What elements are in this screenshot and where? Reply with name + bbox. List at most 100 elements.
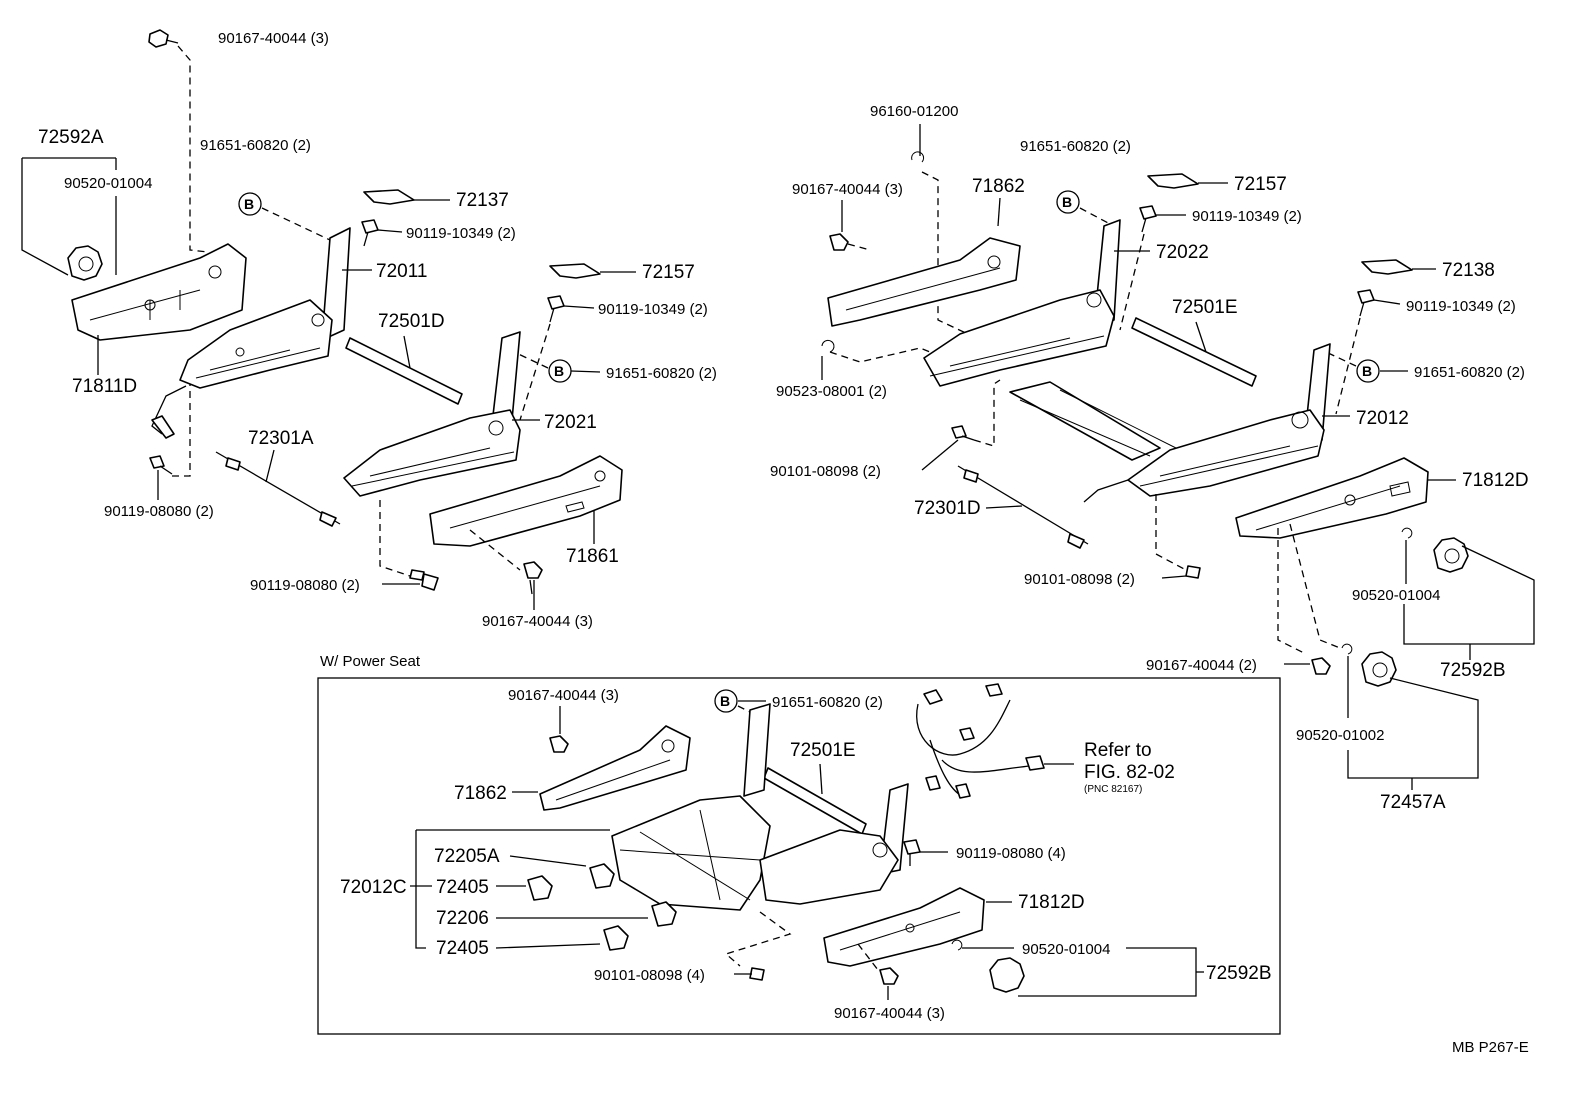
refer-line2: FIG. 82-02	[1084, 762, 1175, 783]
callout-90523-08001: 90523-08001 (2)	[776, 383, 887, 400]
recliner-72022	[923, 219, 1121, 387]
motor-72405-b	[603, 925, 629, 951]
clip-72137	[363, 189, 415, 205]
callout-90520-01002: 90520-01002	[1296, 727, 1384, 744]
bolt-90167-40044-c	[829, 233, 849, 251]
callout-71862-a: 71862	[972, 176, 1025, 197]
callout-90119-08080-b: 90119-08080 (2)	[250, 577, 360, 594]
callout-72011: 72011	[376, 261, 427, 282]
rod-72501D	[345, 337, 463, 405]
bolt-90119-08080-c	[903, 839, 921, 866]
callout-90119-10349-d: 90119-10349 (2)	[1406, 298, 1516, 315]
callout-72501E-a: 72501E	[1172, 297, 1238, 318]
callout-72137: 72137	[456, 190, 509, 211]
knob-right-b	[1361, 651, 1397, 687]
clip-90520-01002	[1341, 643, 1353, 655]
marker-b-2: B	[548, 359, 572, 383]
bolt-90101-08098-a	[951, 425, 975, 441]
svg-text:B: B	[1062, 194, 1072, 210]
callout-90167-40044-d: 90167-40044 (2)	[1146, 657, 1257, 674]
marker-b-4: B	[1356, 359, 1380, 383]
bolt-90101-08098-b	[1185, 565, 1201, 579]
clip-90520-01004-c	[951, 939, 963, 951]
motor-72206	[651, 901, 677, 927]
power-seat-caption: W/ Power Seat	[320, 653, 421, 670]
callout-90119-10349-a: 90119-10349 (2)	[406, 225, 516, 242]
callout-72301D: 72301D	[914, 498, 981, 519]
bolt-90119-10349-b	[547, 295, 565, 323]
seat-cover-71812D-a	[1235, 457, 1429, 539]
seat-cover-71862-b	[539, 725, 691, 811]
callout-90119-08080-a: 90119-08080 (2)	[104, 503, 214, 520]
callout-90167-40044-e: 90167-40044 (3)	[508, 687, 619, 704]
power-seat-frame	[611, 703, 909, 911]
callout-72501D: 72501D	[378, 311, 445, 332]
bolt-90119-10349-a	[361, 219, 379, 247]
callout-72405-a: 72405	[436, 877, 489, 898]
bolt-90167-40044-f	[879, 967, 899, 985]
bolt-90119-08080-a	[149, 455, 173, 475]
svg-text:B: B	[720, 693, 730, 709]
callout-72501E-b: 72501E	[790, 740, 856, 761]
clip-72157-b	[1147, 173, 1199, 189]
callout-90119-10349-c: 90119-10349 (2)	[1192, 208, 1302, 225]
bolt-90167-40044-e	[549, 735, 569, 753]
bolt-90119-08080-b	[409, 569, 439, 591]
callout-72012C: 72012C	[340, 877, 407, 898]
seat-cover-71811D	[71, 243, 247, 341]
callout-90101-08098-c: 90101-08098 (4)	[594, 967, 705, 984]
callout-72012: 72012	[1356, 408, 1409, 429]
bolt-90119-10349-d	[1357, 289, 1375, 317]
callout-71811D: 71811D	[72, 376, 137, 397]
callout-71812D-b: 71812D	[1018, 892, 1085, 913]
callout-72022: 72022	[1156, 242, 1209, 263]
callout-91651-60820-e: 91651-60820 (2)	[772, 694, 883, 711]
knob-power	[989, 957, 1025, 993]
svg-text:B: B	[1362, 363, 1372, 379]
wire-harness	[916, 683, 1045, 799]
callout-72592A: 72592A	[38, 127, 104, 148]
callout-71861: 71861	[566, 546, 619, 567]
callout-72157-b: 72157	[1234, 174, 1287, 195]
recliner-72011	[151, 227, 351, 439]
callout-72138: 72138	[1442, 260, 1495, 281]
bolt-90101-08098-c	[749, 967, 765, 981]
callout-72021: 72021	[544, 412, 597, 433]
knob-right-a	[1433, 537, 1469, 573]
motor-72405-a	[527, 875, 553, 901]
callout-90167-40044-b: 90167-40044 (3)	[482, 613, 593, 630]
callout-72592B-a: 72592B	[1440, 660, 1506, 681]
callout-90520-01004-b: 90520-01004	[1352, 587, 1440, 604]
callout-90101-08098-a: 90101-08098 (2)	[770, 463, 881, 480]
callout-72301A: 72301A	[248, 428, 314, 449]
callout-90520-01004-c: 90520-01004	[1022, 941, 1110, 958]
refer-line1: Refer to	[1084, 740, 1152, 761]
clip-96160	[911, 151, 925, 163]
clip-72138	[1361, 259, 1413, 275]
bolt-90167-40044-b	[523, 561, 543, 595]
bolt-top-left	[148, 29, 179, 48]
callout-72157-a: 72157	[642, 262, 695, 283]
bolt-90167-40044-d	[1311, 657, 1331, 675]
seat-cover-71812D-b	[823, 887, 985, 967]
callout-90167-40044-a: 90167-40044 (3)	[218, 30, 329, 47]
cable-72301A	[215, 451, 341, 527]
svg-text:B: B	[554, 363, 564, 379]
rod-72501E-a	[1131, 317, 1257, 387]
callout-90101-08098-b: 90101-08098 (2)	[1024, 571, 1135, 588]
svg-text:B: B	[244, 196, 254, 212]
refer-line3: (PNC 82167)	[1084, 784, 1142, 795]
seat-track-frame-right	[1009, 343, 1331, 503]
callout-90167-40044-f: 90167-40044 (3)	[834, 1005, 945, 1022]
callout-90167-40044-c: 90167-40044 (3)	[792, 181, 903, 198]
marker-b-1: B	[238, 192, 262, 216]
knob-left	[67, 245, 103, 281]
marker-b-3: B	[1056, 190, 1080, 214]
callout-91651-60820-a: 91651-60820 (2)	[200, 137, 311, 154]
bolt-90119-10349-c	[1139, 205, 1157, 233]
callout-72592B-b: 72592B	[1206, 963, 1272, 984]
clip-90523	[821, 339, 835, 353]
rod-72501E-b	[763, 767, 867, 835]
callout-91651-60820-b: 91651-60820 (2)	[606, 365, 717, 382]
